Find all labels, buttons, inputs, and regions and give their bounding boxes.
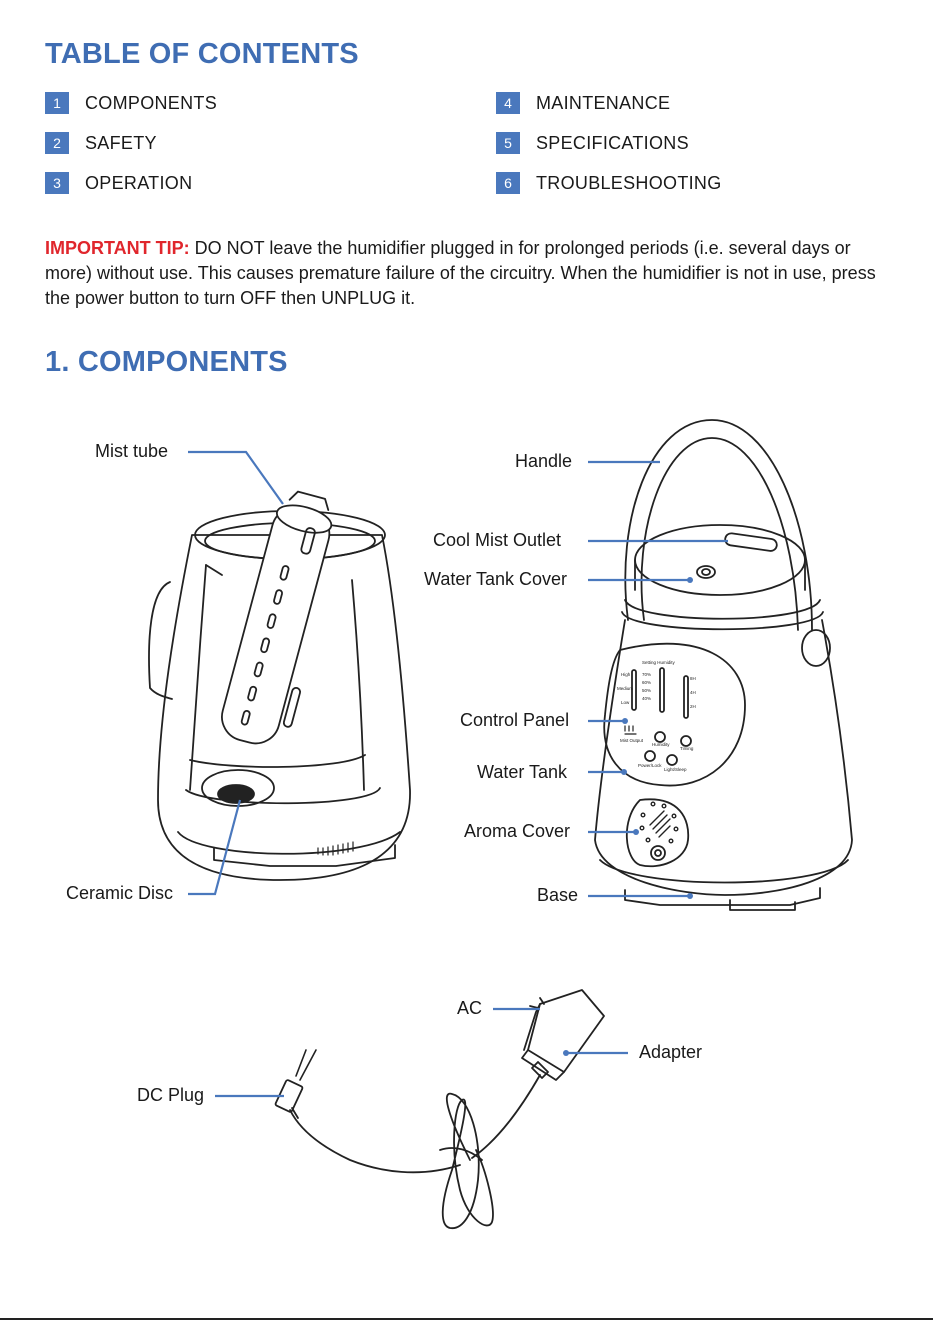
toc-number: 6 bbox=[496, 172, 520, 194]
label-ceramic-disc: Ceramic Disc bbox=[66, 883, 174, 903]
toc-item-components[interactable]: 1 COMPONENTS bbox=[45, 91, 217, 115]
toc-number: 2 bbox=[45, 132, 69, 154]
components-title: 1. COMPONENTS bbox=[45, 346, 288, 378]
toc-item-specifications[interactable]: 5 SPECIFICATIONS bbox=[496, 131, 689, 155]
toc-item-troubleshooting[interactable]: 6 TROUBLESHOOTING bbox=[496, 171, 722, 195]
open-base-drawing bbox=[148, 490, 411, 881]
panel-hour-8: 8H bbox=[690, 676, 696, 681]
panel-button-timing: Timing bbox=[680, 746, 694, 751]
panel-percent-40: 40% bbox=[642, 696, 651, 701]
toc-number: 1 bbox=[45, 92, 69, 114]
tip-text: DO NOT leave the humidifier plugged in f… bbox=[45, 238, 876, 308]
panel-hour-4: 4H bbox=[690, 690, 696, 695]
label-adapter: Adapter bbox=[639, 1042, 703, 1062]
panel-button-humidity: Humidity bbox=[652, 742, 670, 747]
panel-percent-70: 70% bbox=[642, 672, 651, 677]
leader-ceramic-disc bbox=[188, 799, 242, 896]
toc-label: SPECIFICATIONS bbox=[536, 132, 689, 153]
label-water-tank-cover: Water Tank Cover bbox=[424, 569, 568, 589]
label-water-tank: Water Tank bbox=[477, 762, 568, 782]
panel-button-power: Power/Lock bbox=[638, 763, 662, 768]
tip-lead: IMPORTANT TIP: bbox=[45, 238, 190, 258]
toc-label: COMPONENTS bbox=[85, 92, 218, 113]
label-control-panel: Control Panel bbox=[460, 710, 570, 730]
toc-number: 5 bbox=[496, 132, 520, 154]
panel-title: Setting Humidity bbox=[642, 660, 676, 665]
adapter-drawing bbox=[274, 989, 605, 1229]
panel-button-light: Light/Sleep bbox=[664, 767, 687, 772]
toc-label: OPERATION bbox=[85, 172, 193, 193]
panel-level-medium: Medium bbox=[617, 686, 633, 691]
toc-label: TROUBLESHOOTING bbox=[536, 172, 722, 193]
label-handle: Handle bbox=[515, 451, 573, 471]
panel-percent-60: 60% bbox=[642, 680, 651, 685]
leader-mist-tube bbox=[188, 450, 284, 505]
panel-hour-2: 2H bbox=[690, 704, 696, 709]
label-dc-plug: DC Plug bbox=[137, 1085, 205, 1105]
toc-number: 3 bbox=[45, 172, 69, 194]
panel-button-mist: Mist Output bbox=[620, 738, 644, 743]
label-cool-mist-outlet: Cool Mist Outlet bbox=[433, 530, 562, 550]
label-base: Base bbox=[537, 885, 579, 905]
toc-item-maintenance[interactable]: 4 MAINTENANCE bbox=[496, 91, 670, 115]
toc-item-operation[interactable]: 3 OPERATION bbox=[45, 171, 192, 195]
toc-item-safety[interactable]: 2 SAFETY bbox=[45, 131, 157, 155]
panel-percent-50: 50% bbox=[642, 688, 651, 693]
important-tip: IMPORTANT TIP: DO NOT leave the humidifi… bbox=[45, 236, 885, 311]
page-bottom-rule bbox=[0, 1318, 933, 1320]
toc-label: MAINTENANCE bbox=[536, 92, 671, 113]
assembled-humidifier-drawing bbox=[594, 419, 853, 911]
toc-title: TABLE OF CONTENTS bbox=[45, 38, 359, 70]
toc-number: 4 bbox=[496, 92, 520, 114]
label-aroma-cover: Aroma Cover bbox=[464, 821, 571, 841]
panel-level-low: Low bbox=[621, 700, 630, 705]
panel-level-high: High bbox=[621, 672, 631, 677]
label-ac: AC bbox=[457, 998, 483, 1018]
label-mist-tube: Mist tube bbox=[95, 441, 169, 461]
toc-label: SAFETY bbox=[85, 132, 157, 153]
